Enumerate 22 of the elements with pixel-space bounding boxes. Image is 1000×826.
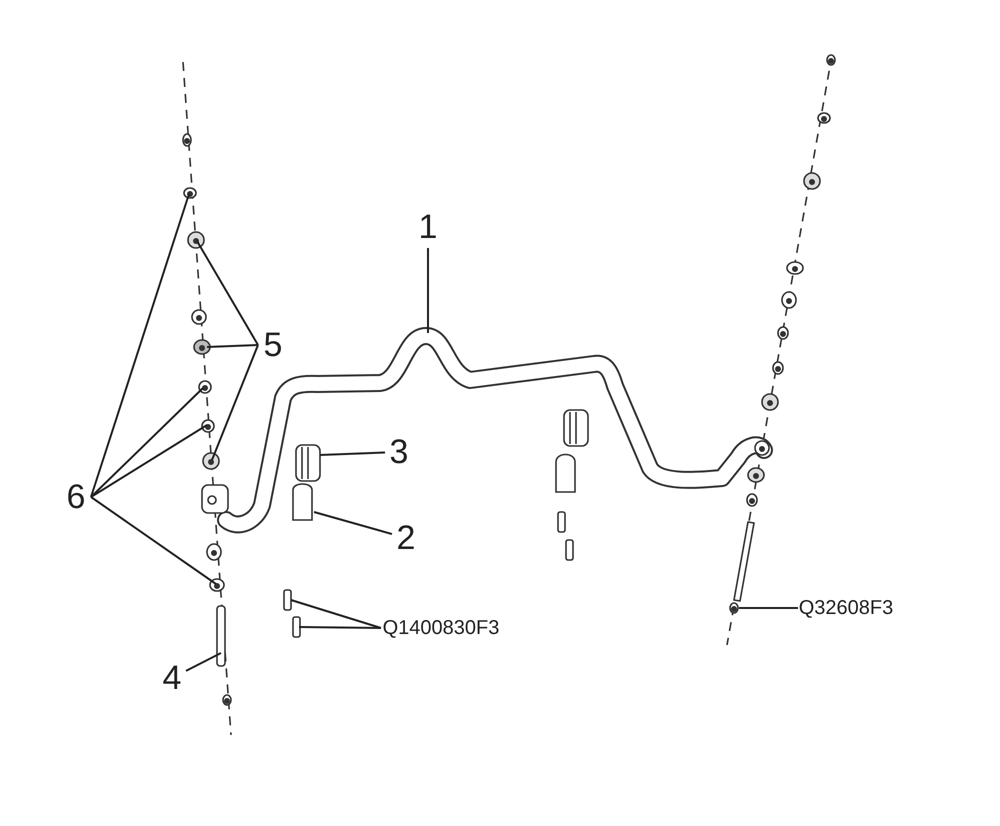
- leader-line: [427, 248, 429, 333]
- callout-number: 6: [62, 476, 90, 518]
- leader-line: [206, 344, 258, 348]
- leader-line: [211, 344, 259, 460]
- leader-line: [739, 607, 798, 609]
- part-number: Q32608F3: [798, 594, 894, 622]
- leader-line: [186, 652, 222, 672]
- callout-number: 5: [259, 324, 287, 366]
- callout-number: 4: [158, 657, 186, 699]
- leader-line: [196, 240, 259, 346]
- leader-line: [290, 599, 382, 629]
- leader-line: [90, 194, 190, 498]
- leader-line: [90, 424, 208, 498]
- leader-line: [90, 496, 217, 585]
- leader-line: [314, 511, 392, 535]
- leader-line: [298, 626, 382, 629]
- callout-number: 1: [414, 206, 442, 248]
- leader-line: [90, 387, 204, 498]
- part-number: Q1400830F3: [382, 614, 500, 642]
- leader-line: [320, 452, 386, 456]
- callout-number: 2: [392, 517, 420, 559]
- callout-number: 3: [385, 431, 413, 473]
